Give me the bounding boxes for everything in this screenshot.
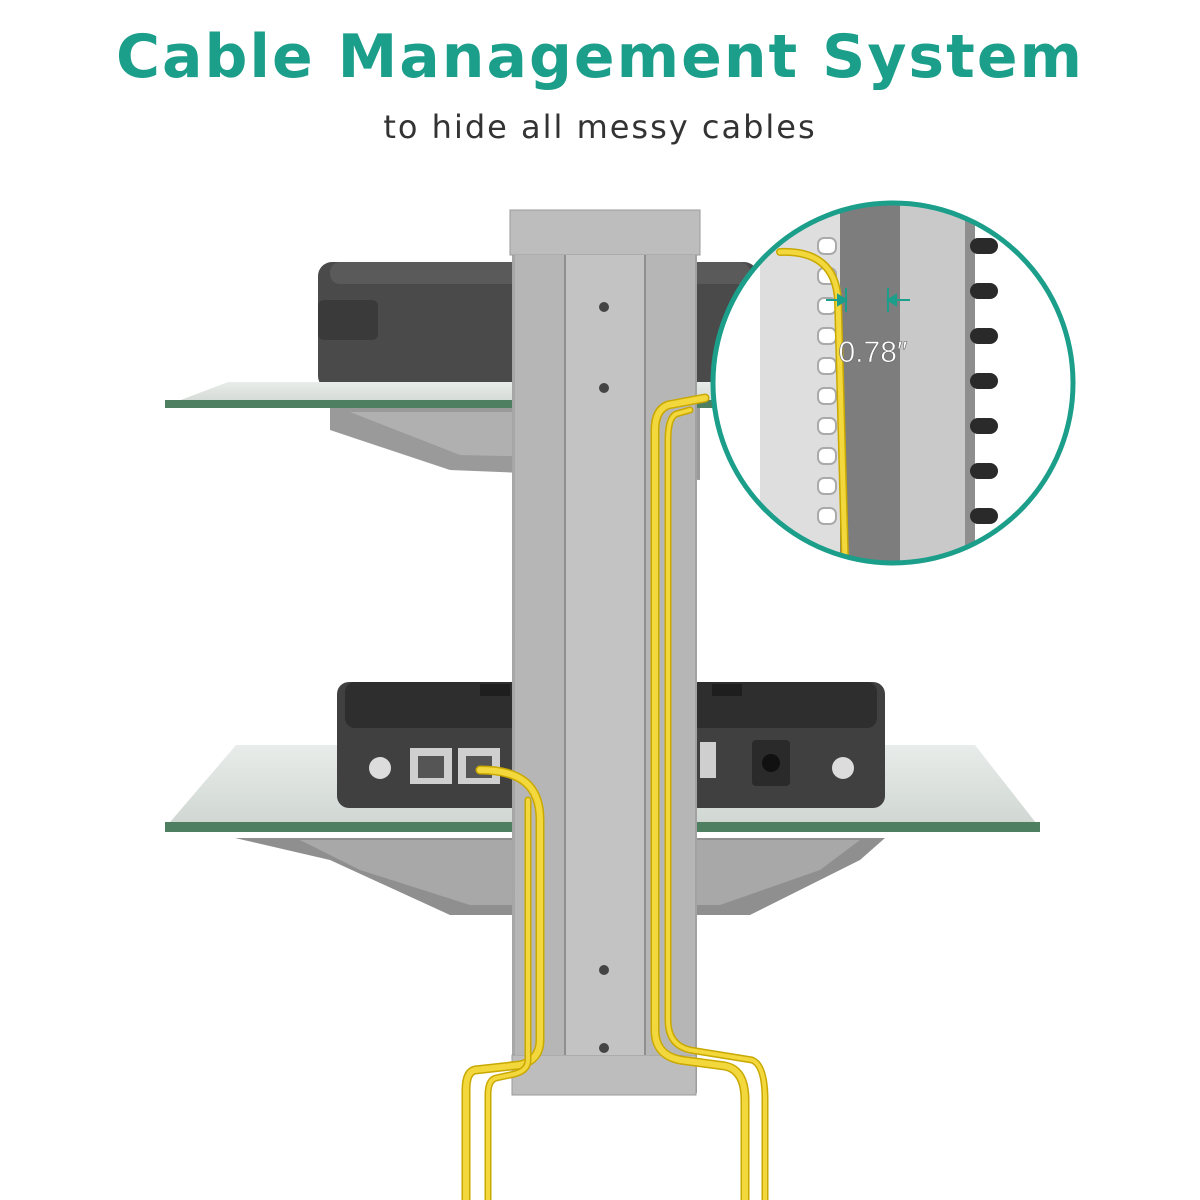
router-screw-right xyxy=(832,757,854,779)
shelf-illustration: 0.78″ xyxy=(165,200,1076,1200)
page-title: Cable Management System xyxy=(115,22,1085,92)
post-screw-hole xyxy=(599,965,609,975)
post-bottom-cap xyxy=(511,1054,697,1096)
router-screw-left xyxy=(369,757,391,779)
page-subtitle: to hide all messy cables xyxy=(383,108,817,146)
measurement-arrows xyxy=(826,288,910,312)
channel-teeth xyxy=(970,238,998,524)
cables xyxy=(461,393,769,1200)
zoom-ring xyxy=(710,200,1076,566)
cable-clip-teeth xyxy=(817,237,837,525)
post-screw-hole xyxy=(599,302,609,312)
post-screw-hole xyxy=(599,1043,609,1053)
measurement-label: 0.78″ xyxy=(838,336,907,369)
post-top-cap xyxy=(509,209,701,256)
usb-port xyxy=(700,742,716,778)
post-screw-hole xyxy=(599,383,609,393)
vertical-post xyxy=(509,209,701,1096)
zoom-inset: 0.78″ xyxy=(710,200,1076,566)
